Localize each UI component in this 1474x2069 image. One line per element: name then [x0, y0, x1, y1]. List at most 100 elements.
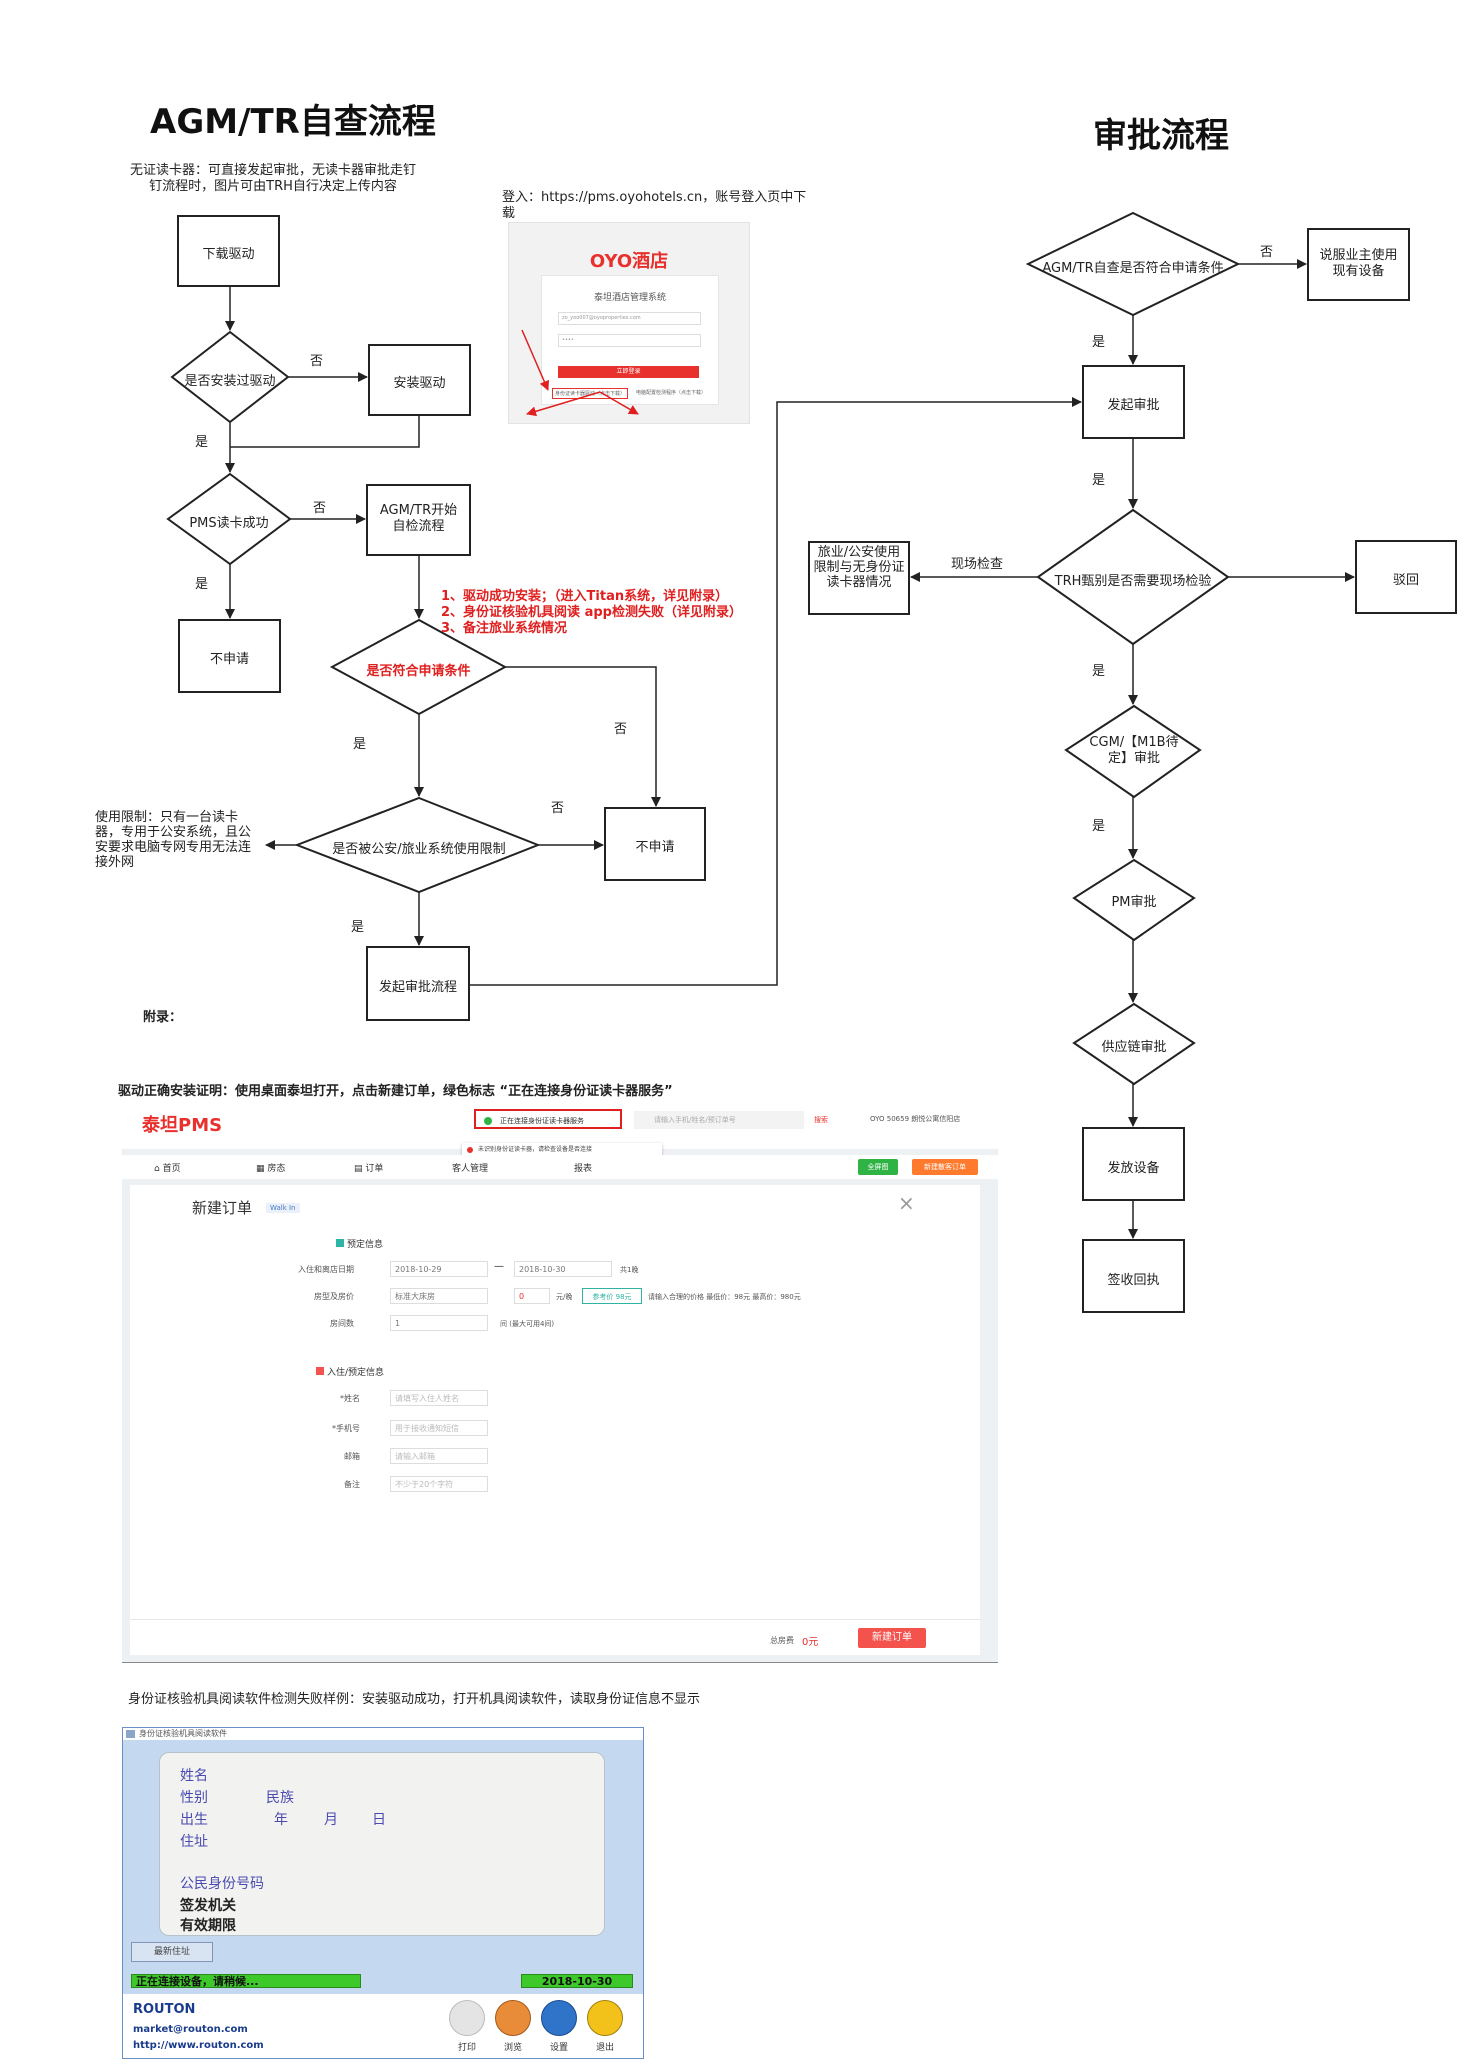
checkout-date[interactable]: 2018-10-30: [514, 1261, 612, 1277]
right-flow-title: 审批流程: [1093, 116, 1229, 156]
hotel-name[interactable]: OYO 50659 朗悦公寓信阳店: [870, 1115, 961, 1123]
sign-receipt-text: 签收回执: [1107, 1273, 1160, 1288]
install-driver-box: [368, 344, 471, 416]
red-note-3: 3、备注旅业系统情况: [441, 621, 568, 636]
pms-header: 泰坦PMS 正在连接身份证读卡器服务 请输入手机/姓名/预订单号 搜索 OYO …: [122, 1099, 998, 1149]
no-label: 否: [1260, 245, 1274, 260]
error-icon: [467, 1147, 473, 1153]
connect-status: 正在连接设备，请稍候...: [131, 1974, 361, 1988]
no-label: 否: [551, 801, 565, 816]
browse-icon[interactable]: [495, 2000, 531, 2036]
status-ok-text: 正在连接身份证读卡器服务: [500, 1117, 584, 1125]
no-reader-note: 无证读卡器：可直接发起审批，无读卡器审批走钉钉流程时，图片可由TRH自行决定上传…: [129, 163, 416, 194]
check-icon: [484, 1117, 492, 1125]
no-label: 否: [313, 501, 327, 516]
not-apply-text-1: 不申请: [209, 652, 249, 667]
nav-room-status[interactable]: ▦ 房态: [256, 1164, 286, 1174]
search-button[interactable]: 搜索: [814, 1116, 828, 1124]
reject-text: 驳回: [1392, 573, 1419, 588]
not-apply-box-2: [604, 807, 706, 881]
reader-caption: 身份证核验机具阅读软件检测失败样例：安装驱动成功，打开机具阅读软件，读取身份证信…: [128, 1692, 701, 1707]
email-input[interactable]: 请输入邮箱: [390, 1448, 488, 1464]
pms-screenshot: 泰坦PMS 正在连接身份证读卡器服务 请输入手机/姓名/预订单号 搜索 OYO …: [122, 1099, 998, 1663]
search-input[interactable]: 请输入手机/姓名/预订单号: [634, 1111, 804, 1129]
price-input[interactable]: 0: [514, 1288, 550, 1304]
download-driver-box: [177, 215, 280, 287]
exit-icon[interactable]: [587, 2000, 623, 2036]
installed-q-text: 是否安装过驱动: [184, 374, 276, 389]
start-approval-flow-text: 发起审批流程: [378, 980, 457, 995]
window-title: 身份证核验机具阅读软件: [139, 1729, 227, 1738]
nav-guests[interactable]: 客人管理: [452, 1161, 488, 1174]
print-icon[interactable]: [449, 2000, 485, 2036]
label-dates: 入住和离店日期: [298, 1265, 354, 1274]
download-driver-text: 下载驱动: [202, 247, 255, 262]
submit-order-button[interactable]: 新建订单: [858, 1628, 926, 1648]
settings-icon[interactable]: [541, 2000, 577, 2036]
start-approval-box: [1082, 365, 1185, 439]
field-nation: 民族: [266, 1790, 294, 1806]
reader-footer: ROUTON market@routon.com http://www.rout…: [123, 1994, 643, 2058]
agm-start-box: [366, 484, 471, 556]
checkin-date[interactable]: 2018-10-29: [390, 1261, 488, 1277]
yes-label: 是: [1092, 819, 1106, 834]
app-icon: [126, 1730, 135, 1738]
red-note-1: 1、驱动成功安装；（进入Titan系统，详见附录）: [441, 589, 729, 604]
system-title: 泰坦酒店管理系统: [593, 293, 666, 303]
total-label: 总房费: [770, 1636, 794, 1645]
new-order-dialog: 新建订单 Walk In × 预定信息 入住和离店日期 2018-10-29 —…: [130, 1185, 980, 1655]
password-field[interactable]: ••••: [558, 334, 701, 347]
reject-box: [1355, 540, 1457, 614]
nav-orders-label: 订单: [365, 1164, 384, 1174]
fullscreen-button[interactable]: 全屏图: [858, 1159, 898, 1175]
field-year: 年: [274, 1812, 288, 1828]
field-gender: 性别: [180, 1790, 208, 1806]
phone-input[interactable]: 用于接收通知短信: [390, 1420, 488, 1436]
nav-home[interactable]: ⌂ 首页: [154, 1164, 181, 1174]
travel-limit-text: 旅业/公安使用限制与无身份证读卡器情况: [813, 545, 905, 590]
latest-address-button[interactable]: 最新住址: [131, 1942, 213, 1962]
start-approval-text: 发起审批: [1107, 398, 1160, 413]
appendix-label: 附录：: [143, 1010, 183, 1025]
login-card: 泰坦酒店管理系统 zo_yoo007@oyoproperties.com •••…: [541, 275, 719, 405]
rooms-note: 间 (最大可用4间): [500, 1320, 555, 1328]
login-button[interactable]: 立即登录: [558, 366, 699, 378]
guest-icon: [316, 1367, 324, 1375]
member-price-button[interactable]: 参考价 98元: [582, 1288, 642, 1304]
usage-limit-note: 使用限制：只有一台读卡器，专用于公安系统，且公安要求电脑专网专用无法连接外网: [95, 810, 252, 870]
nav-orders[interactable]: ▤ 订单: [354, 1164, 384, 1174]
pm-text: PM审批: [1111, 895, 1157, 910]
label-name: *姓名: [340, 1394, 360, 1403]
roomtype-select[interactable]: 标准大床房: [390, 1288, 488, 1304]
name-input[interactable]: 请填写入住人姓名: [390, 1390, 488, 1406]
field-issuer: 签发机关: [180, 1898, 236, 1914]
nav-reports[interactable]: 报表: [574, 1161, 592, 1174]
pms-logo: 泰坦PMS: [142, 1115, 223, 1136]
flowcharts: [166, 211, 1457, 1313]
close-icon[interactable]: ×: [898, 1191, 915, 1215]
nav-home-label: 首页: [162, 1164, 181, 1174]
explain-owner-box: [1307, 228, 1410, 301]
no-label: 否: [614, 722, 628, 737]
pms-success-text: PMS读卡成功: [189, 516, 269, 531]
no-label: 否: [310, 354, 324, 369]
remark-input[interactable]: 不少于20个字符: [390, 1476, 488, 1492]
new-walkin-button[interactable]: 新建散客订单: [912, 1159, 978, 1175]
section-booking-label: 预定信息: [347, 1240, 384, 1250]
rooms-input[interactable]: 1: [390, 1315, 488, 1331]
driver-download-link[interactable]: 身份证读卡器驱动（点击下载）: [552, 388, 629, 399]
not-apply-text-2: 不申请: [635, 840, 675, 855]
label-roomtype: 房型及房价: [314, 1292, 354, 1301]
booking-icon: [336, 1239, 344, 1247]
field-address: 住址: [180, 1834, 208, 1850]
restricted-q-text: 是否被公安/旅业系统使用限制: [332, 842, 506, 857]
sign-receipt-box: [1082, 1239, 1185, 1313]
settings-label: 设置: [549, 2043, 568, 2053]
config-check-link[interactable]: 电脑配置检测程序（点击下载）: [636, 390, 707, 396]
username-field[interactable]: zo_yoo007@oyoproperties.com: [558, 312, 701, 325]
yes-label: 是: [1092, 664, 1106, 679]
yes-label: 是: [195, 577, 209, 592]
issue-device-text: 发放设备: [1107, 1161, 1160, 1176]
pm-decision: [1072, 858, 1196, 942]
total-value: 0元: [802, 1637, 819, 1648]
